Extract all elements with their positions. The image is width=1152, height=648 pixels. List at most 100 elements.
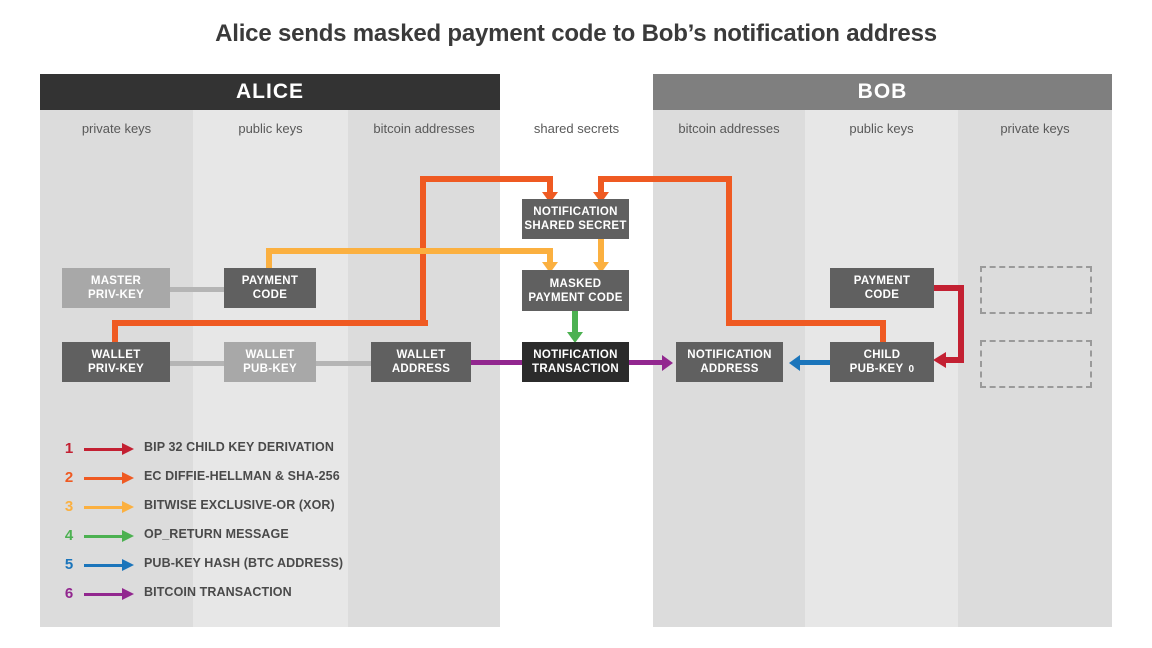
path-orange-left-horizontal-lower (112, 320, 428, 326)
path-yellow-shared-secret-drop (598, 238, 604, 266)
legend-arrowhead-1 (122, 443, 134, 455)
legend-label-4: OP_RETURN MESSAGE (144, 527, 289, 541)
path-yellow-drop (547, 248, 553, 266)
arrowhead-purple-into-notification-address (662, 355, 673, 371)
legend-number-6: 6 (64, 585, 74, 602)
ghost-box-bob-private-key-top (980, 266, 1092, 314)
column-caption-alice-bitcoin-addresses: bitcoin addresses (373, 121, 475, 136)
arrowhead-orange-into-shared-secret-right (593, 192, 609, 203)
node-child-pub-key-0-line2: PUB-KEY (849, 362, 904, 375)
node-wallet-address-line1: WALLET (396, 349, 446, 361)
node-notification-shared-secret-line2: SHARED SECRET (524, 220, 627, 232)
node-wallet-address-line2: ADDRESS (391, 363, 451, 375)
node-wallet-pub-key-line2: PUB-KEY (243, 363, 297, 375)
node-master-priv-key-line2: PRIV-KEY (87, 289, 145, 301)
column-caption-shared-secrets: shared secrets (533, 121, 620, 136)
path-purple-transaction-to-address (629, 360, 667, 365)
column-caption-bob-public-keys: public keys (849, 121, 914, 136)
node-notification-transaction-line1: NOTIFICATION (533, 349, 618, 361)
node-bob-payment-code-line2: CODE (864, 289, 900, 301)
path-orange-left-horizontal-upper (420, 176, 550, 182)
legend-label-2: EC DIFFIE-HELLMAN & SHA-256 (144, 469, 340, 483)
legend-label-6: BITCOIN TRANSACTION (144, 585, 292, 599)
node-masked-payment-code[interactable]: MASKED PAYMENT CODE (522, 270, 629, 311)
path-orange-right-vertical (726, 176, 732, 326)
legend-arrowhead-6 (122, 588, 134, 600)
legend-swatch-1 (84, 448, 122, 451)
column-caption-alice-public-keys: public keys (238, 121, 303, 136)
path-orange-right-horizontal-upper (598, 176, 732, 182)
node-wallet-pub-key-line1: WALLET (245, 349, 295, 361)
legend-number-2: 2 (64, 469, 74, 486)
legend-swatch-5 (84, 564, 122, 567)
column-caption-bob-bitcoin-addresses: bitcoin addresses (678, 121, 780, 136)
node-wallet-priv-key-line1: WALLET (91, 349, 141, 361)
legend-swatch-2 (84, 477, 122, 480)
node-child-pub-key-0-line1: CHILD (863, 348, 901, 361)
path-orange-right-riser (880, 320, 886, 346)
node-alice-payment-code-line2: CODE (252, 289, 288, 301)
path-red-vertical (958, 285, 964, 360)
node-alice-payment-code[interactable]: PAYMENT CODE (224, 268, 316, 308)
party-header-bob: BOB (653, 74, 1112, 110)
legend-number-1: 1 (64, 440, 74, 457)
legend-swatch-4 (84, 535, 122, 538)
node-masked-payment-code-line1: MASKED (549, 277, 602, 290)
legend-swatch-3 (84, 506, 122, 509)
arrowhead-blue-into-notification-address (789, 355, 800, 371)
node-master-priv-key-line1: MASTER (90, 275, 142, 287)
path-yellow-riser (266, 248, 272, 270)
path-orange-right-horizontal-lower (726, 320, 886, 326)
path-orange-left-drop (547, 176, 553, 196)
legend-number-5: 5 (64, 556, 74, 573)
node-notification-address[interactable]: NOTIFICATION ADDRESS (676, 342, 783, 382)
node-wallet-pub-key[interactable]: WALLET PUB-KEY (224, 342, 316, 382)
path-purple-wallet-to-transaction (470, 360, 525, 365)
column-caption-alice-private-keys: private keys (81, 121, 152, 136)
path-blue-child-to-notification-address (800, 360, 830, 365)
node-master-priv-key[interactable]: MASTER PRIV-KEY (62, 268, 170, 308)
column-caption-bob-private-keys: private keys (1000, 121, 1070, 136)
node-notification-transaction[interactable]: NOTIFICATION TRANSACTION (522, 342, 629, 382)
path-red-horizontal-upper (932, 285, 964, 291)
node-notification-address-line2: ADDRESS (700, 363, 759, 375)
arrowhead-yellow-shared-secret-into-masked (593, 262, 609, 273)
node-notification-shared-secret[interactable]: NOTIFICATION SHARED SECRET (522, 199, 629, 239)
ghost-box-bob-private-key-bottom (980, 340, 1092, 388)
node-wallet-address[interactable]: WALLET ADDRESS (371, 342, 471, 382)
arrowhead-orange-into-shared-secret-left (542, 192, 558, 203)
party-header-alice: ALICE (40, 74, 500, 110)
connector-wallet-pub-to-address (312, 361, 374, 366)
legend-swatch-6 (84, 593, 122, 596)
node-alice-payment-code-line1: PAYMENT (241, 275, 299, 287)
path-orange-right-drop (598, 176, 604, 196)
node-notification-shared-secret-line1: NOTIFICATION (533, 206, 618, 218)
legend-arrowhead-3 (122, 501, 134, 513)
legend-number-3: 3 (64, 498, 74, 515)
legend-arrowhead-2 (122, 472, 134, 484)
band-bob-private-keys (958, 110, 1112, 627)
legend-arrowhead-4 (122, 530, 134, 542)
legend-label-1: BIP 32 CHILD KEY DERIVATION (144, 440, 335, 454)
node-child-pub-key-0-index: 0 (908, 363, 915, 375)
path-yellow-horizontal (266, 248, 553, 254)
node-bob-payment-code[interactable]: PAYMENT CODE (830, 268, 934, 308)
node-wallet-priv-key-line2: PRIV-KEY (87, 363, 145, 375)
arrowhead-green-into-notification-transaction (567, 332, 583, 343)
path-red-horizontal-lower (946, 357, 964, 363)
legend-label-3: BITWISE EXCLUSIVE-OR (XOR) (144, 498, 335, 512)
arrowhead-yellow-into-masked-payment-code (542, 262, 558, 273)
node-wallet-priv-key[interactable]: WALLET PRIV-KEY (62, 342, 170, 382)
node-bob-payment-code-line1: PAYMENT (853, 275, 911, 287)
connector-master-to-payment-code (168, 287, 226, 292)
arrowhead-red-into-child-pub-key (933, 352, 946, 368)
legend-number-4: 4 (64, 527, 74, 544)
legend-label-5: PUB-KEY HASH (BTC ADDRESS) (144, 556, 344, 570)
page-title: Alice sends masked payment code to Bob’s… (215, 20, 937, 47)
path-green-vertical (572, 310, 578, 336)
node-notification-address-line1: NOTIFICATION (687, 349, 772, 361)
connector-wallet-priv-to-pub (168, 361, 226, 366)
node-masked-payment-code-line2: PAYMENT CODE (528, 291, 623, 304)
node-child-pub-key-0[interactable]: CHILD PUB-KEY 0 (830, 342, 934, 382)
